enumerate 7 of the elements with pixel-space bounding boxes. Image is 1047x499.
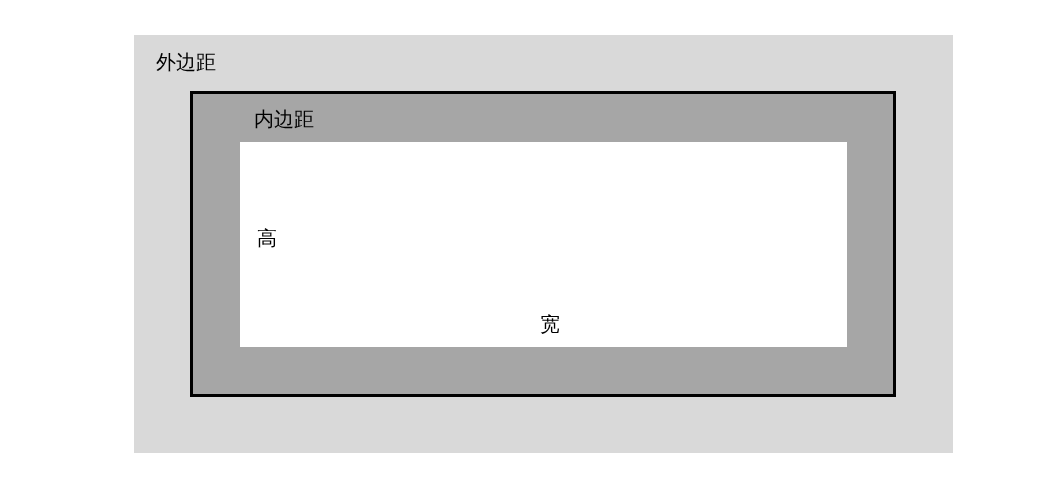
- padding-label: 内边距: [254, 108, 314, 130]
- margin-area: [134, 35, 953, 453]
- width-label: 宽: [540, 313, 560, 335]
- padding-area: [190, 91, 896, 397]
- height-label: 高: [257, 227, 277, 249]
- content-area: [240, 142, 847, 347]
- margin-label: 外边距: [156, 51, 216, 73]
